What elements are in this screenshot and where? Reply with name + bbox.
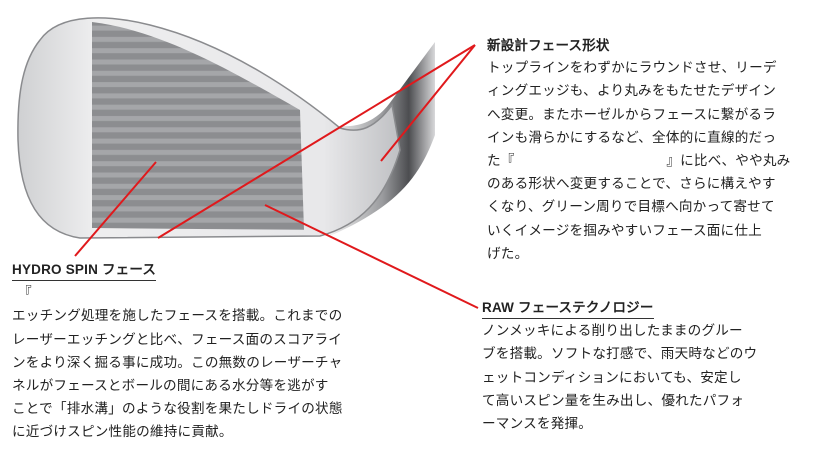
text-line: ンをより深く掘る事に成功。この無数のレーザーチャ <box>12 354 343 371</box>
text-line: 『 <box>18 285 32 302</box>
text-line: トップラインをわずかにラウンドさせ、リーデ <box>487 60 777 77</box>
text-line: ェットコンディションにおいても、安定し <box>482 369 742 386</box>
callout-lines <box>74 44 479 309</box>
face-grooves <box>92 22 304 230</box>
raw-face-title: RAW フェーステクノロジー <box>482 298 654 319</box>
text-line: くなり、グリーン周りで目標へ向かって寄せて <box>487 199 775 216</box>
new-face-shape-title: 新設計フェース形状 <box>487 38 610 53</box>
text-line: インも滑らかにするなど、全体的に直線的だっ <box>487 129 777 146</box>
text-line: レーザーエッチングと比べ、フェース面のスコアライ <box>12 331 343 348</box>
callout-line-raw-face <box>264 204 479 309</box>
text-line: ーマンスを発揮。 <box>482 416 593 433</box>
hydro-spin-section: HYDRO SPIN フェース 『 エッチング処理を施したフェースを搭載。これま… <box>12 259 343 445</box>
text-line: ブを搭載。ソフトな打感で、雨天時などのウ <box>482 346 758 363</box>
text-line: のある形状へ変更することで、さらに構えやす <box>487 176 776 193</box>
raw-face-section: RAW フェーステクノロジー ノンメッキによる削り出したままのグルー ブを搭載。… <box>482 297 757 436</box>
text-line: に近づけスピン性能の維持に貢献。 <box>12 424 233 441</box>
text-line: ことで「排水溝」のような役割を果たしドライの状態 <box>12 401 343 418</box>
text-line: ィングエッジも、より丸みをもたせたデザイン <box>487 83 776 100</box>
callout-line-face-shape-toe <box>157 44 476 239</box>
text-line: エッチング処理を施したフェースを搭載。これまでの <box>12 308 343 325</box>
text-line: た『 』に比べ、やや丸み <box>487 153 791 170</box>
text-line: て高いスピン量を生み出し、優れたパフォ <box>482 392 745 409</box>
hydro-spin-title: HYDRO SPIN フェース <box>12 260 157 281</box>
text-line: いくイメージを掴みやすいフェース面に仕上 <box>487 222 762 239</box>
text-line: げた。 <box>487 245 529 262</box>
new-face-shape-section: 新設計フェース形状 トップラインをわずかにラウンドさせ、リーデ ィングエッジも、… <box>487 34 790 266</box>
text-line: ネルがフェースとボールの間にある水分等を逃がす <box>12 378 329 395</box>
callout-line-face-shape-hosel <box>380 44 476 162</box>
callout-line-hydro-spin <box>74 161 157 257</box>
text-line: へ変更。またホーゼルからフェースに繋がるラ <box>487 106 776 123</box>
text-line: ノンメッキによる削り出したままのグルー <box>482 323 743 340</box>
